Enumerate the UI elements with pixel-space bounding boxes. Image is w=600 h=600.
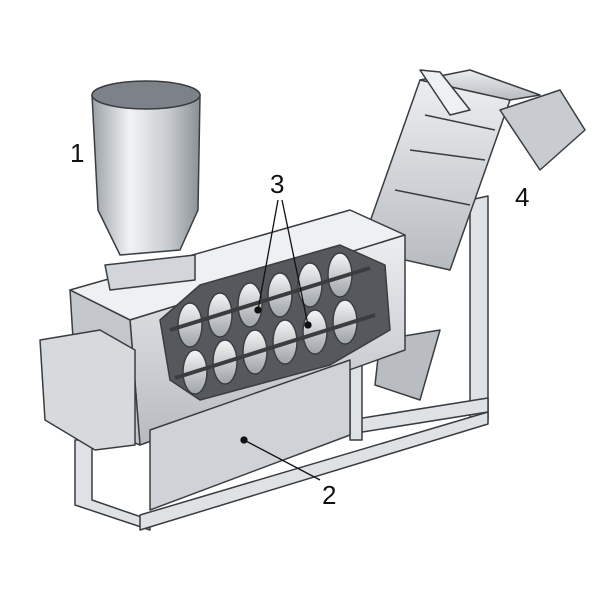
hopper	[91, 80, 201, 291]
screw-augers	[159, 244, 391, 401]
leader-lines	[240, 199, 321, 481]
conveyor	[359, 69, 586, 401]
label-conveyor: 4	[515, 182, 529, 212]
label-collection-tray: 2	[322, 480, 336, 510]
label-hopper: 1	[70, 138, 84, 168]
label-screw-augers: 3	[270, 169, 284, 199]
